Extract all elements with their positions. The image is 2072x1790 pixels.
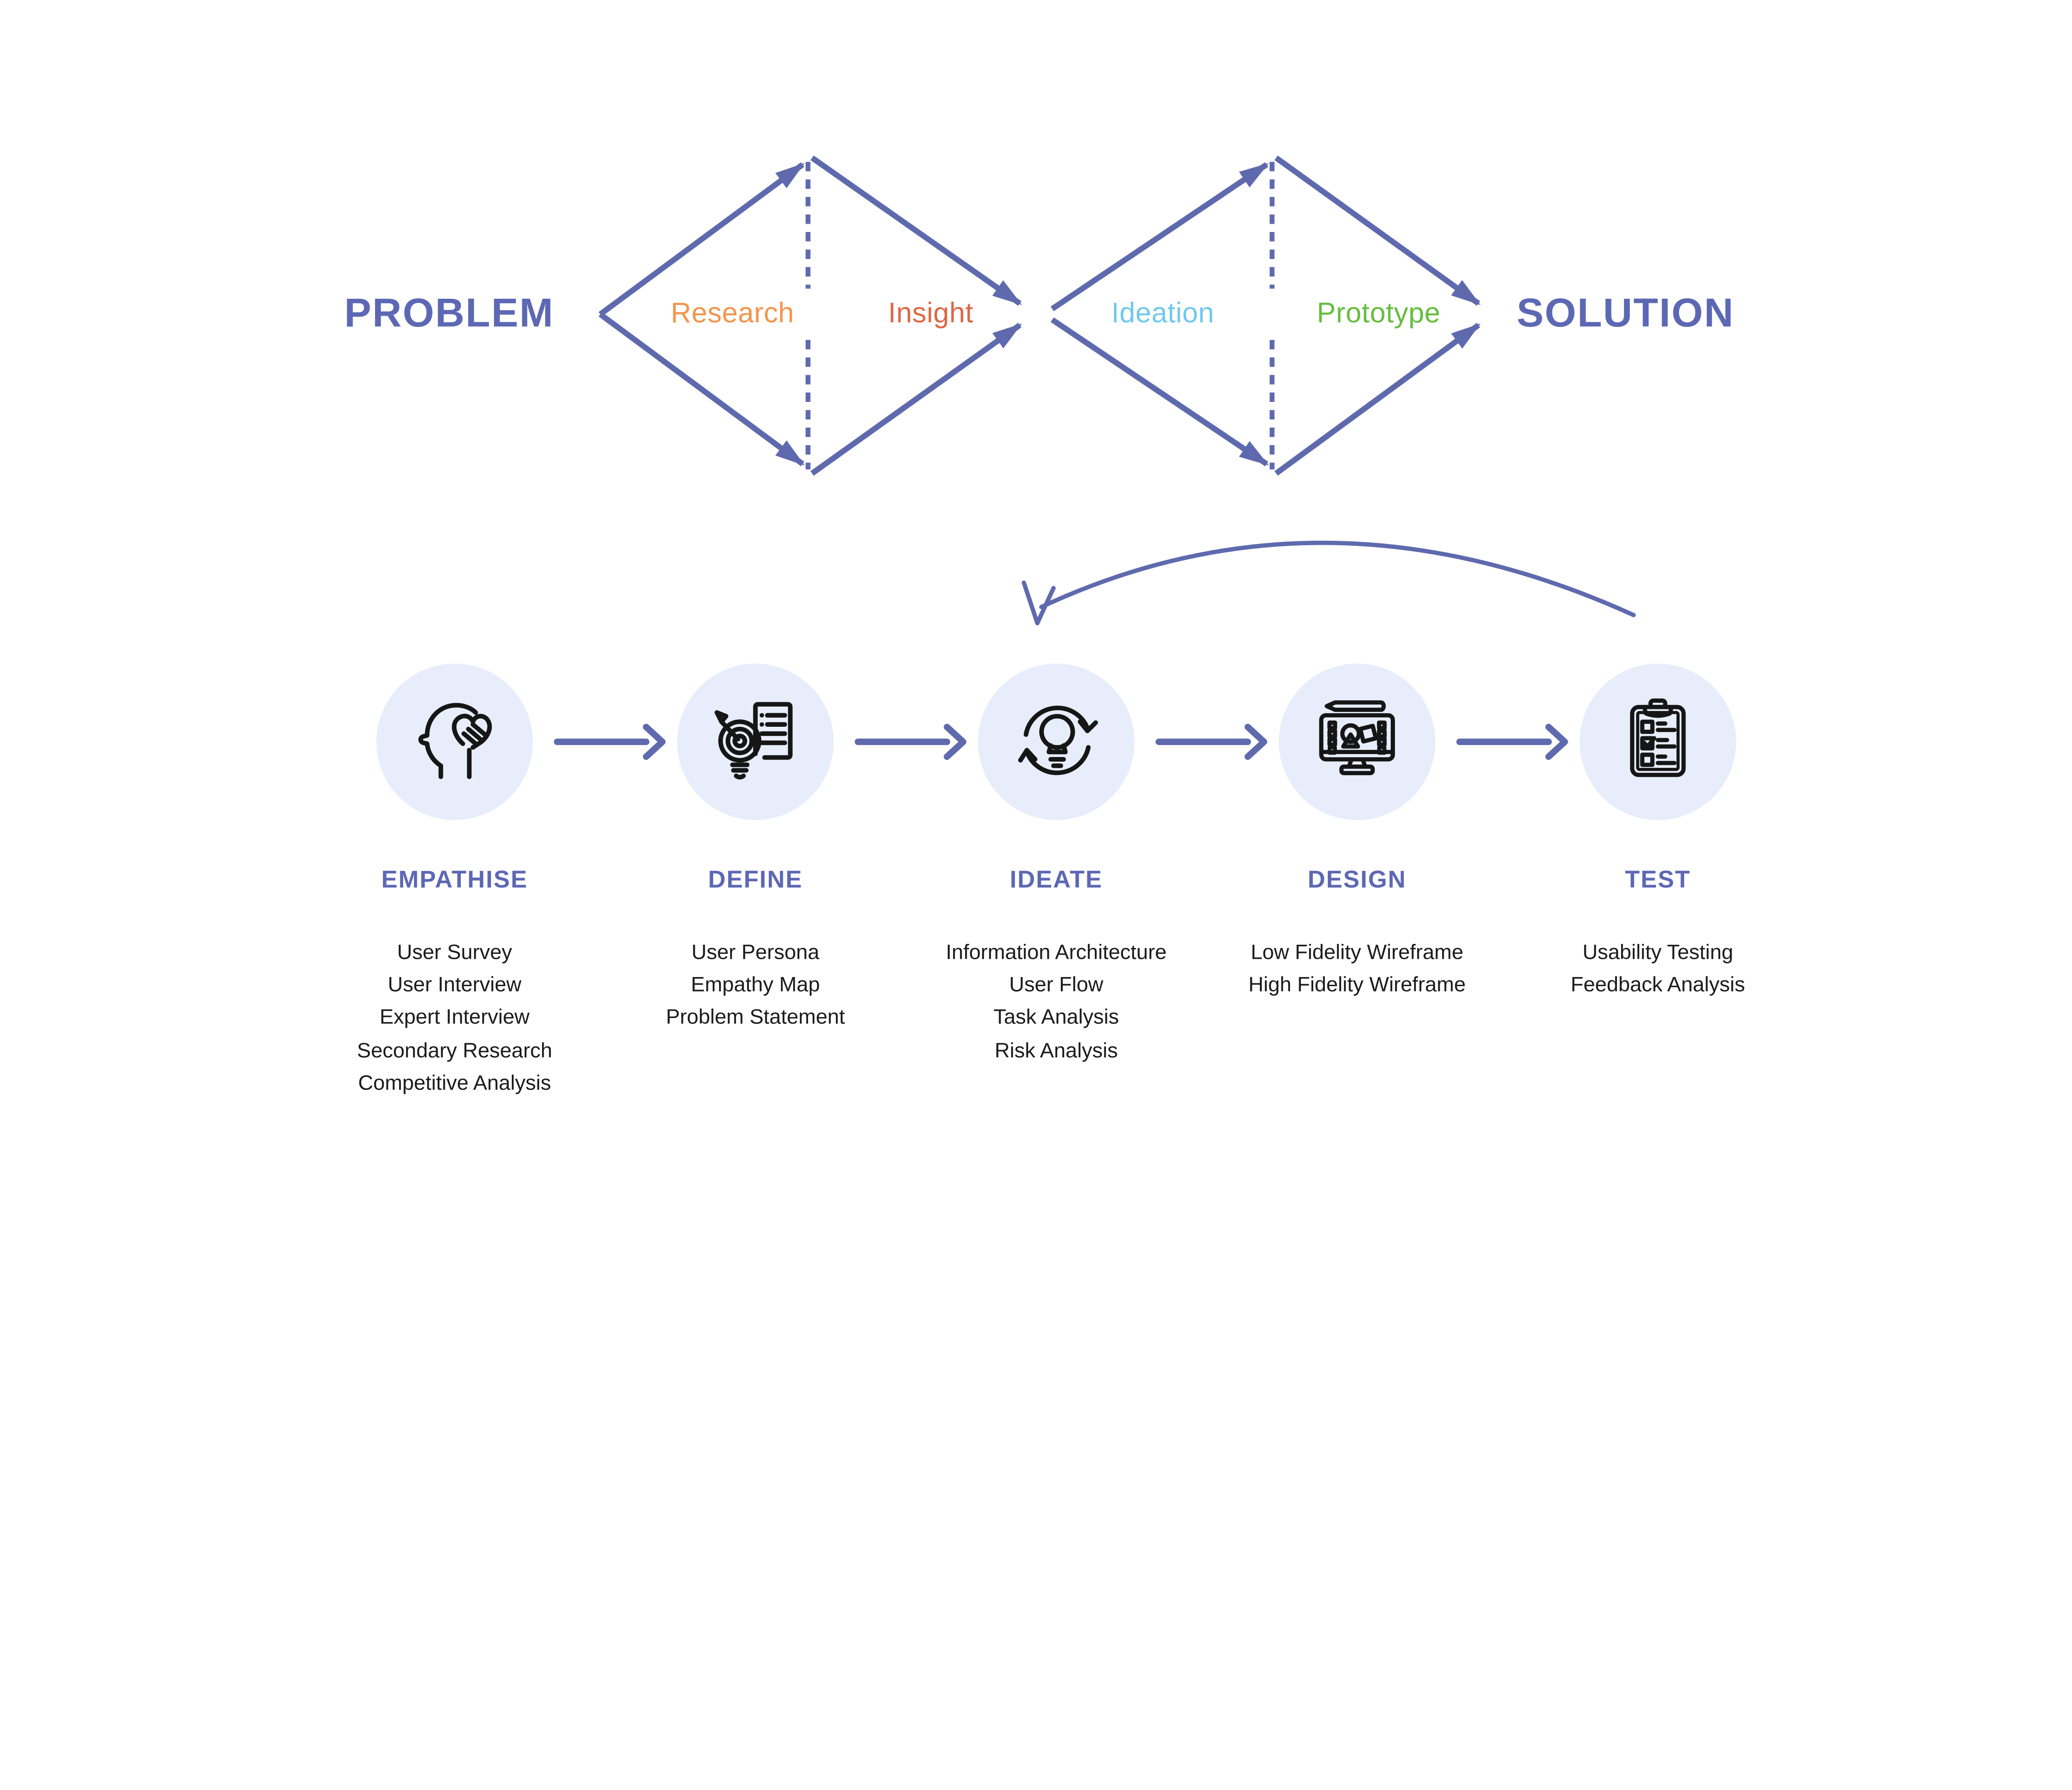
right-diamond-lines	[1051, 155, 1481, 476]
method-item: High Fidelity Wireframe	[1248, 974, 1466, 997]
stage-label: EMPATHISE	[381, 866, 528, 893]
method-item: Secondary Research	[357, 1039, 552, 1062]
method-list: User Survey User Interview Expert Interv…	[286, 937, 623, 1101]
method-item: User Flow	[1009, 974, 1104, 997]
method-item: Information Architecture	[946, 941, 1167, 965]
test-clipboard-checklist-icon	[1630, 698, 1686, 777]
stage-label: TEST	[1625, 866, 1691, 893]
phase-label-research: Research	[670, 298, 794, 329]
empathise-head-heart-icon	[418, 703, 492, 779]
stage-column-define: DEFINE User Persona Empathy Map Problem …	[587, 863, 924, 1035]
method-item: Task Analysis	[993, 1006, 1119, 1030]
method-item: Usability Testing	[1582, 941, 1733, 965]
design-monitor-shapes-icon	[1319, 700, 1395, 775]
stage-column-ideate: IDEATE Information Architecture User Flo…	[888, 863, 1225, 1068]
iteration-loop-arrow	[1021, 540, 1636, 626]
method-item: User Persona	[691, 941, 820, 965]
stage-label: DESIGN	[1307, 866, 1406, 893]
stage-column-test: TEST Usability Testing Feedback Analysis	[1489, 863, 1827, 1003]
stage-column-empathise: EMPATHISE User Survey User Interview Exp…	[286, 863, 623, 1101]
stage-flow-arrows	[554, 723, 1568, 760]
stage-column-design: DESIGN Low Fidelity Wireframe High Fidel…	[1188, 863, 1526, 1003]
left-diamond-lines	[598, 155, 1022, 476]
method-item: Feedback Analysis	[1571, 974, 1745, 997]
problem-label: PROBLEM	[344, 291, 554, 336]
ideate-bulb-cycle-icon	[1018, 705, 1098, 775]
phase-label-ideation: Ideation	[1111, 298, 1215, 329]
method-item: Competitive Analysis	[358, 1072, 551, 1095]
method-item: User Interview	[387, 974, 522, 997]
method-list: Low Fidelity Wireframe High Fidelity Wir…	[1188, 937, 1526, 1003]
stage-label: DEFINE	[708, 866, 803, 893]
method-item: Risk Analysis	[995, 1039, 1118, 1062]
method-list: User Persona Empathy Map Problem Stateme…	[587, 937, 924, 1035]
method-item: Empathy Map	[691, 974, 820, 997]
method-list: Usability Testing Feedback Analysis	[1489, 937, 1827, 1003]
phase-label-insight: Insight	[888, 298, 974, 329]
phase-label-prototype: Prototype	[1317, 298, 1441, 329]
method-item: Problem Statement	[666, 1006, 845, 1030]
stage-label: IDEATE	[1009, 866, 1103, 893]
define-target-bulb-document-icon	[714, 702, 793, 780]
method-item: Expert Interview	[380, 1006, 530, 1030]
solution-label: SOLUTION	[1516, 291, 1735, 336]
method-list: Information Architecture User Flow Task …	[888, 937, 1225, 1068]
double-diamond-infographic: PROBLEM SOLUTION Research Insight Ideati…	[286, 155, 1827, 1101]
method-item: User Survey	[397, 941, 512, 965]
method-item: Low Fidelity Wireframe	[1251, 941, 1464, 965]
